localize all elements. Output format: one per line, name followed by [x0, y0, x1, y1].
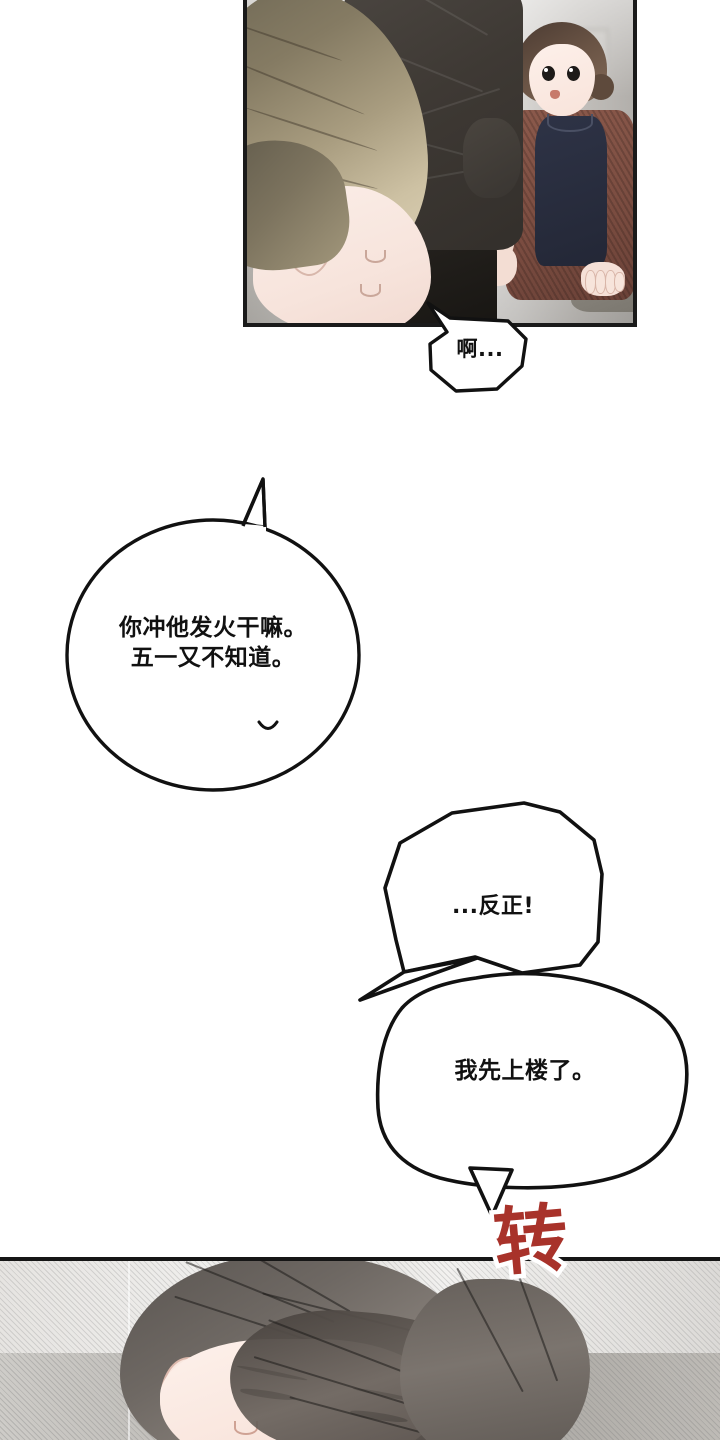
seated-boy-collar	[547, 114, 593, 132]
seated-boy-hand	[581, 262, 625, 296]
bubble-scold-tail-cover	[244, 524, 266, 534]
seated-boy-eye-right	[567, 66, 580, 81]
bubble-anyway-tail	[358, 956, 479, 1002]
seated-boy-mouth	[550, 90, 560, 99]
bubble-anyway-text: ...反正!	[451, 894, 535, 919]
panel-top-artwork	[247, 0, 633, 323]
bubble-upstairs-text: 我先上楼了。	[454, 1058, 596, 1084]
closeup-hair-side	[400, 1261, 590, 1440]
bubble-ah-text: 啊...	[456, 337, 504, 361]
bubble-scold-mouth-mark	[257, 720, 279, 730]
seated-boy-eye-left	[542, 66, 555, 81]
sfx-zhuan: 转	[486, 1190, 576, 1291]
standing-man-sleeve	[463, 118, 521, 198]
bubble-scold-tail-outline	[241, 477, 267, 528]
seated-boy-shirt	[535, 116, 607, 266]
panel-top	[243, 0, 637, 327]
seated-boy-face	[529, 44, 595, 116]
panel-bottom	[0, 1257, 720, 1440]
blond-boy-closed-eye-lower	[360, 284, 381, 297]
bubble-scold-text: 你冲他发火干嘛。 五一又不知道。	[119, 615, 307, 672]
bubble-scold-tail	[241, 477, 267, 529]
blond-boy-closed-eye-upper	[365, 250, 386, 263]
bubble-anyway-shape	[383, 801, 604, 975]
